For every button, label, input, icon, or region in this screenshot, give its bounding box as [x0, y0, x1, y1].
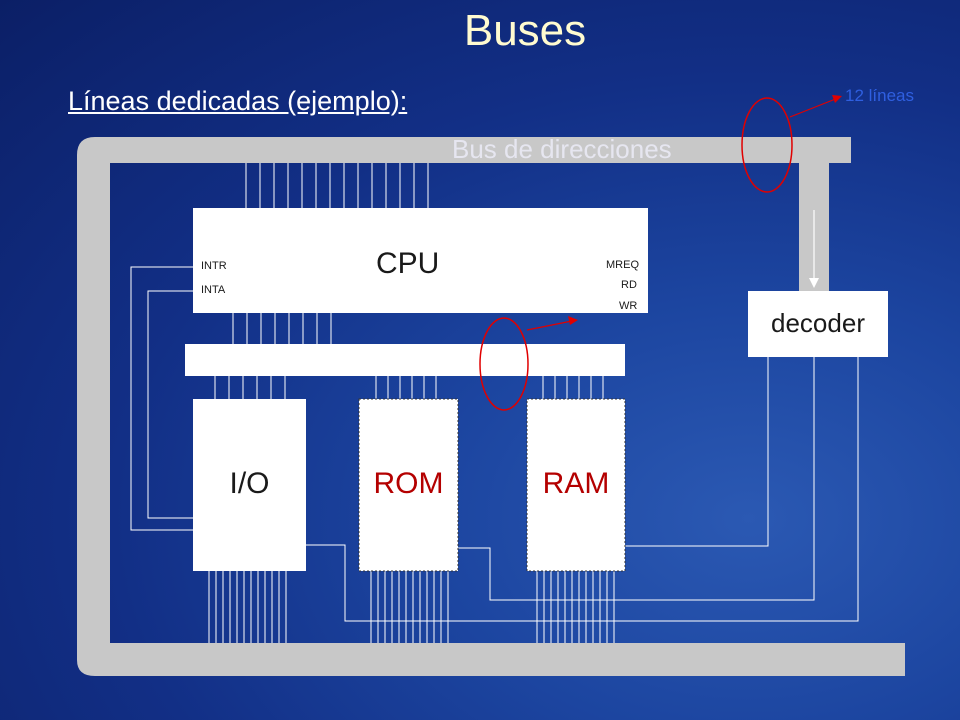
cs-ram-line [625, 357, 769, 547]
rom-label: ROM [373, 467, 444, 500]
pin-wr: WR [619, 300, 638, 312]
io-label: I/O [229, 467, 270, 500]
annotation-12-lines: 12 líneas [845, 86, 914, 105]
cs-rom-line [458, 357, 815, 601]
cpu-label: CPU [376, 247, 440, 280]
rom-box [358, 398, 459, 572]
pin-inta: INTA [201, 284, 226, 296]
cpu-data-lines [232, 313, 332, 344]
highlight-ellipse-address [741, 97, 793, 193]
highlight-arrow-address [789, 97, 839, 118]
highlight-ellipse-control [479, 317, 529, 411]
decoder-box [748, 291, 888, 357]
cs-io-line [306, 357, 859, 622]
cpu-address-lines [245, 163, 429, 208]
io-box [193, 399, 306, 571]
pin-rd: RD [621, 279, 637, 291]
intr-line [130, 266, 195, 531]
pin-intr: INTR [201, 260, 227, 272]
slide-title: Buses [463, 6, 587, 55]
ram-label: RAM [542, 467, 610, 500]
device-data-lines [214, 376, 604, 399]
device-address-lines [208, 571, 615, 643]
data-bus [185, 344, 625, 376]
decoder-label: decoder [771, 308, 865, 338]
inta-line [147, 290, 195, 519]
address-bus-label: Bus de direcciones [452, 134, 672, 164]
highlight-arrow-control [526, 320, 573, 331]
ram-box [526, 398, 626, 572]
pin-mreq: MREQ [606, 259, 639, 271]
slide-subtitle: Líneas dedicadas (ejemplo): [68, 86, 408, 116]
cpu-box [193, 208, 648, 313]
